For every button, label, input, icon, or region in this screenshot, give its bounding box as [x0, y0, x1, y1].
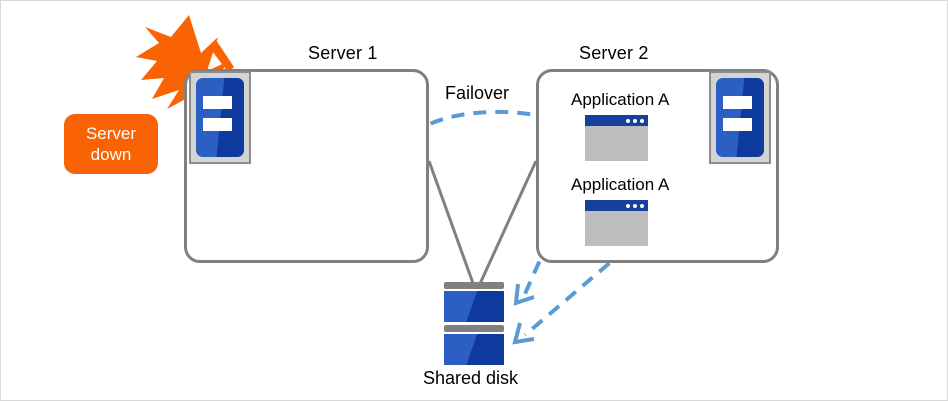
app-window-dot	[626, 118, 630, 123]
disk-unit	[444, 325, 504, 365]
disk-stack-icon	[444, 282, 504, 365]
app-window-icon	[585, 200, 648, 246]
server-chassis	[716, 78, 764, 157]
app-window-titlebar	[585, 115, 648, 126]
server-chassis	[196, 78, 244, 157]
arrow-app1-to-disk-head	[513, 283, 535, 306]
server-down-line2: down	[90, 145, 132, 164]
shared-disk-label: Shared disk	[423, 368, 519, 388]
server1-title: Server 1	[308, 43, 378, 63]
disk-body	[444, 291, 504, 322]
server-bay-top	[722, 96, 753, 109]
server2-title: Server 2	[579, 43, 649, 63]
disk-body	[444, 334, 504, 365]
app-window-dot	[626, 203, 630, 208]
app-window-icon	[585, 115, 648, 161]
app-window-dot	[640, 118, 644, 123]
connector-server2-to-disk	[477, 160, 538, 287]
server-down-badge: Server down	[64, 114, 158, 174]
server-down-line1: Server	[85, 124, 137, 143]
server-bay-bottom	[722, 118, 753, 131]
server-tower-icon	[709, 71, 771, 164]
failover-arrow-path	[410, 109, 553, 137]
app-window-titlebar	[585, 200, 648, 211]
server-bay-top	[202, 96, 233, 109]
disk-cap	[444, 282, 504, 289]
app-window-dot	[640, 203, 644, 208]
application-label: Application A	[571, 175, 670, 194]
app-window-dot	[633, 203, 637, 208]
app-window-dot	[633, 118, 637, 123]
connector-server1-to-disk	[427, 160, 476, 287]
arrow-app2-to-disk-head	[512, 322, 535, 345]
application-label: Application A	[571, 90, 670, 109]
arrow-app2-to-disk	[523, 247, 628, 337]
failover-label: Failover	[445, 83, 510, 103]
server-tower-icon	[189, 71, 251, 164]
disk-cap	[444, 325, 504, 332]
disk-unit	[444, 282, 504, 322]
server-bay-bottom	[202, 118, 233, 131]
